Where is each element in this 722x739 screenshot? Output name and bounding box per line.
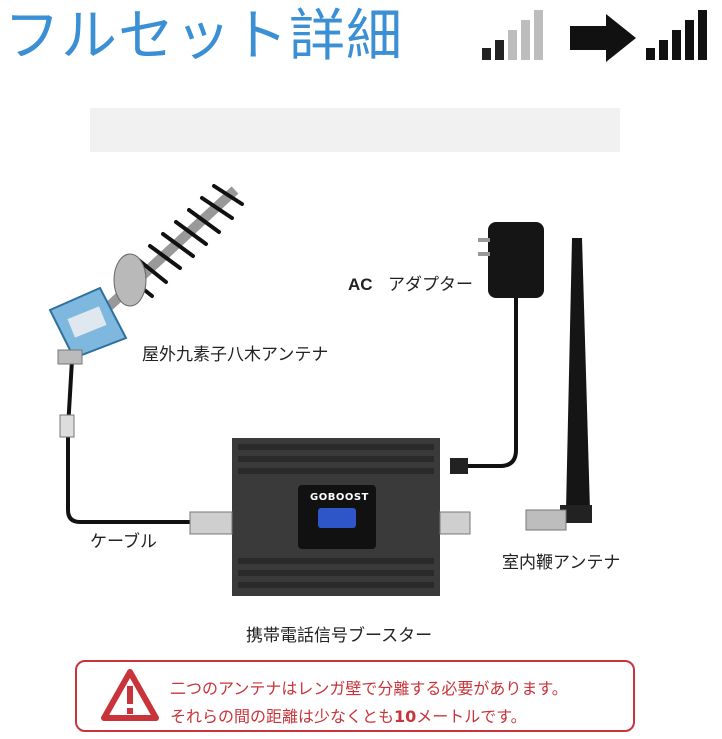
adapter-label: AC アダプター [348, 270, 473, 295]
adapter-label-ac: AC [348, 275, 373, 294]
banner-strip [90, 108, 620, 152]
kit-diagram [48, 184, 592, 596]
warning-line-2: それらの間の距離は少なくとも10メートルです。 [170, 703, 527, 727]
adapter-label-text: アダプター [387, 275, 473, 295]
page-title: フルセット詳細 [4, 4, 403, 69]
warning-triangle-icon [101, 669, 159, 721]
booster-brand: GOBOOST [310, 492, 369, 503]
yagi-antenna-icon [48, 184, 244, 365]
warning-distance-value: 10 [394, 707, 417, 726]
warning-box [75, 660, 635, 732]
weak-signal-bars-icon [482, 10, 543, 60]
whip-antenna-icon [525, 238, 592, 531]
signal-comparison [482, 10, 707, 62]
power-adapter-icon [450, 222, 544, 474]
booster-label: 携帯電話信号ブースター [246, 626, 433, 646]
antenna-cable [66, 359, 190, 524]
indoor-antenna-label: 室内鞭アンテナ [502, 553, 621, 573]
booster-unit-icon [189, 438, 471, 596]
cable-label: ケーブル [90, 532, 157, 552]
outdoor-antenna-label: 屋外九素子八木アンテナ [142, 345, 329, 365]
warning-line-1: 二つのアンテナはレンガ壁で分離する必要があります。 [170, 679, 568, 698]
right-arrow-icon [570, 14, 636, 62]
warning-line-2-pre: それらの間の距離は少なくとも [170, 707, 395, 726]
cable-connector [59, 414, 75, 438]
warning-line-2-post: メートルです。 [416, 707, 527, 726]
strong-signal-bars-icon [646, 10, 707, 60]
